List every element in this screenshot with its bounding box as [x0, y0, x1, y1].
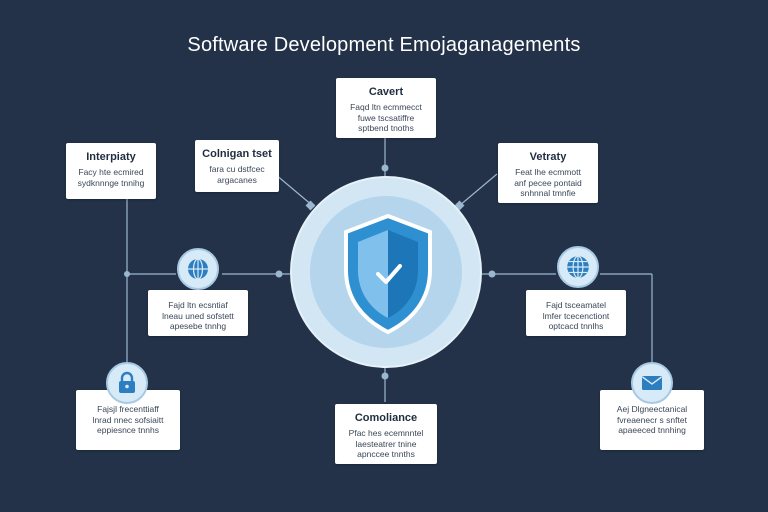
node-upper-right-heading: Vetraty [529, 151, 567, 163]
node-upper-left: Interpiaty Facy hte ecmired sydknnnge tn… [66, 143, 156, 199]
diagram-title: Software Development Emojaganagements [187, 34, 581, 56]
envelope-icon [631, 362, 673, 404]
node-bottom: Comoliance Pfac hes ecemnntel laesteatre… [335, 404, 437, 464]
node-top-line: Faqd ltn ecmmecct [350, 102, 422, 112]
node-mid-right: Fajd tsceamatel lmfer tcecenctiont optca… [526, 290, 626, 336]
node-upper-left-line: sydknnnge tnnihg [77, 177, 145, 188]
node-upper-right: Vetraty Feat lhe ecmmott anf pecee ponta… [498, 143, 598, 203]
node-bottom-line: Pfac hes ecemnntel [348, 428, 424, 438]
node-mid-right-line: lmfer tcecenctiont [542, 310, 610, 321]
node-mid-right-line: optcacd tnnlhs [548, 321, 604, 331]
node-mid-left-line: lneau uned sofstett [162, 310, 234, 321]
node-lower-right-line: apaeeced tnnhing [618, 425, 686, 435]
node-lower-left-line: Fajsjl frecenttiaff [97, 404, 159, 414]
node-upper-right-line: Feat lhe ecmmott [515, 167, 581, 177]
node-upper-right-line: snhnnal tmnfie [520, 188, 576, 198]
node-lower-right-line: fvreaenecr s snftet [617, 414, 687, 425]
node-mid-top-left-heading: Colnigan tset [202, 148, 272, 160]
central-hub [290, 176, 482, 368]
node-lower-left-line: eppiesnce tnnhs [97, 425, 159, 435]
node-top: Cavert Faqd ltn ecmmecct fuwe tscsatiffr… [336, 78, 436, 138]
node-lower-left-line: lnrad nnec sofsiaitt [92, 414, 164, 425]
node-lower-right-line: Aej Dlgneectanical [616, 404, 688, 414]
node-top-line: sptbend tnoths [358, 123, 414, 133]
node-mid-top-left-line: fara cu dstfcec [209, 164, 265, 174]
lock-icon [106, 362, 148, 404]
globe-icon [177, 248, 219, 290]
node-mid-right-line: Fajd tsceamatel [546, 300, 606, 310]
node-upper-right-line: anf pecee pontaid [514, 177, 582, 188]
node-mid-top-left-line: argacanes [217, 174, 257, 185]
node-mid-left: Fajd ltn ecsntiaf lneau uned sofstett ap… [148, 290, 248, 336]
node-top-line: fuwe tscsatiffre [357, 112, 415, 123]
shield-check-icon [344, 213, 432, 335]
node-mid-left-line: apesebe tnnhg [169, 321, 227, 331]
globe-icon [557, 246, 599, 288]
node-upper-left-line: Facy hte ecmired [78, 167, 144, 177]
node-mid-top-left: Colnigan tset fara cu dstfcec argacanes [195, 140, 279, 192]
node-top-heading: Cavert [368, 86, 404, 98]
node-upper-left-heading: Interpiaty [86, 151, 136, 163]
node-bottom-line: apnccee tnnths [357, 449, 415, 459]
node-mid-left-line: Fajd ltn ecsntiaf [168, 300, 228, 310]
node-bottom-line: laesteatrer tnine [355, 438, 417, 449]
node-bottom-heading: Comoliance [354, 412, 418, 424]
